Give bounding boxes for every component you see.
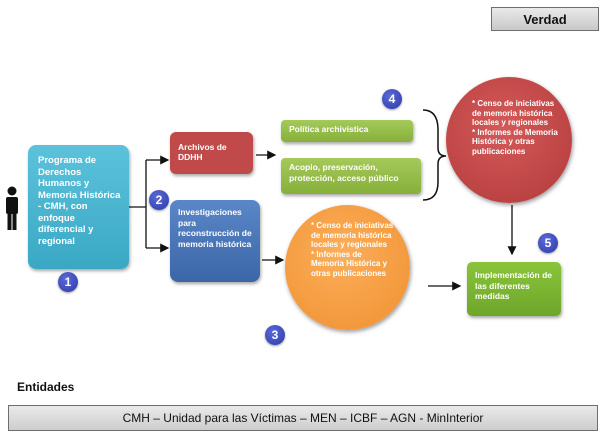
orange-circle-line-1: * Censo de iniciativas de memoria histór… bbox=[311, 221, 394, 249]
step-badge-2: 2 bbox=[149, 190, 169, 210]
orange-circle: * Censo de iniciativas de memoria histór… bbox=[285, 205, 410, 330]
step-badge-5: 5 bbox=[538, 233, 558, 253]
red-circle-line-2: * Informes de Memoria Histórica y otras … bbox=[472, 127, 558, 156]
archivos-box: Archivos de DDHH bbox=[170, 132, 253, 174]
step-badge-1: 1 bbox=[58, 272, 78, 292]
acopio-box: Acopio, preservación, protección, acceso… bbox=[281, 158, 421, 194]
verdad-button[interactable]: Verdad bbox=[491, 7, 599, 31]
cmh-program-box: Programa de Derechos Humanos y Memoria H… bbox=[28, 145, 129, 269]
step-badge-3: 3 bbox=[265, 325, 285, 345]
orange-circle-line-2: * Informes de Memoria Histórica y otras … bbox=[311, 249, 388, 278]
step-badge-4: 4 bbox=[382, 89, 402, 109]
person-icon bbox=[6, 186, 18, 230]
investigaciones-box: Investigaciones para reconstrucción de m… bbox=[170, 200, 260, 282]
politica-box: Política archivística bbox=[281, 120, 413, 142]
entidades-label: Entidades bbox=[17, 380, 75, 394]
implementacion-box: Implementación de las diferentes medidas bbox=[467, 262, 561, 316]
red-circle-line-1: * Censo de iniciativas de memoria histór… bbox=[472, 99, 555, 127]
red-circle: * Censo de iniciativas de memoria histór… bbox=[446, 77, 572, 203]
entidades-list-bar: CMH – Unidad para las Víctimas – MEN – I… bbox=[8, 405, 598, 431]
